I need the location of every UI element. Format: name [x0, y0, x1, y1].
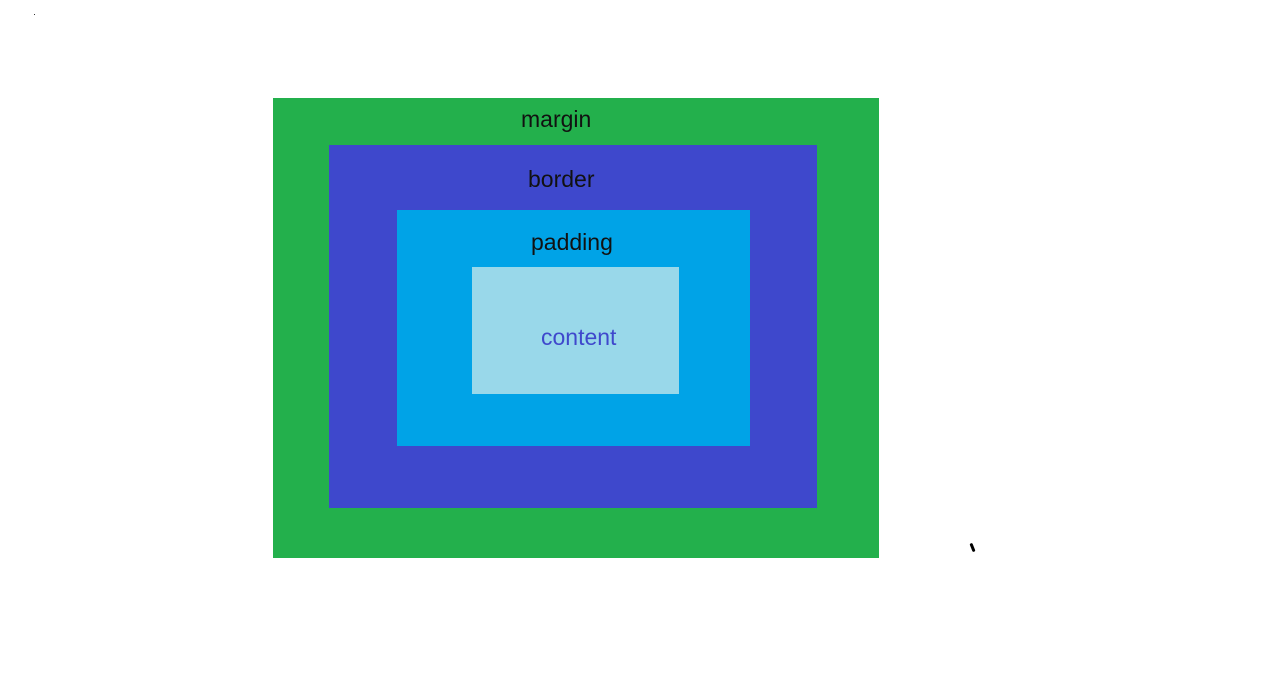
- stray-dot: [34, 14, 35, 15]
- padding-label: padding: [531, 229, 613, 255]
- content-layer: [472, 267, 679, 394]
- border-label: border: [528, 166, 595, 192]
- content-label: content: [541, 324, 617, 350]
- margin-label: margin: [521, 106, 592, 132]
- stray-tick-mark: [969, 542, 976, 553]
